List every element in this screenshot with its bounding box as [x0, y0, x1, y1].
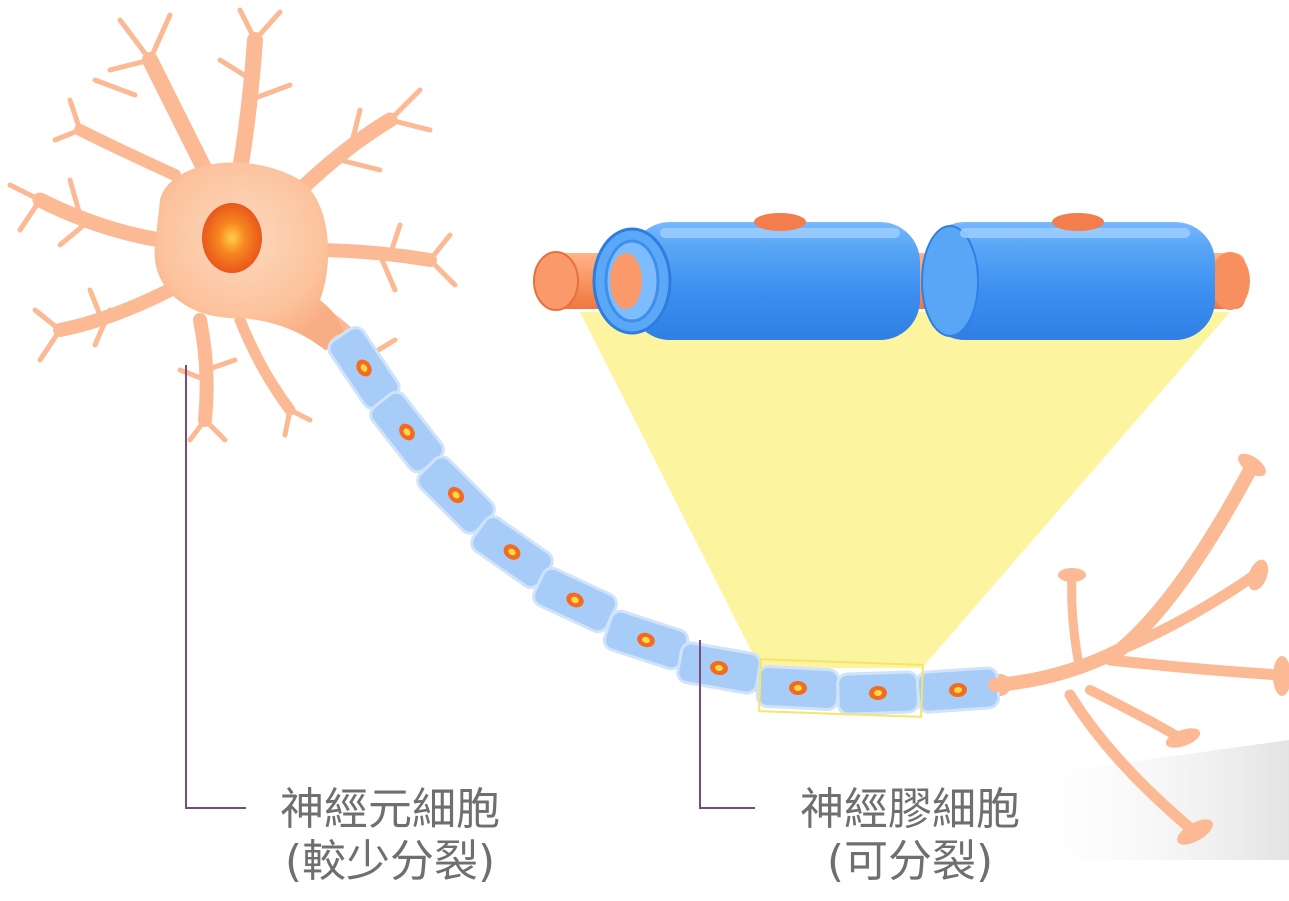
neuron-label: 神經元細胞 (較少分裂)	[240, 784, 540, 888]
neuron-label-note: (較少分裂)	[240, 836, 540, 888]
glia-label-name: 神經膠細胞	[760, 784, 1060, 836]
schwann-cell	[676, 641, 762, 694]
schwann-cell	[837, 672, 918, 715]
zoom-projection	[580, 312, 1230, 668]
neuron-nucleus-icon	[202, 203, 262, 273]
glia-label-note: (可分裂)	[760, 836, 1060, 888]
neuron-label-name: 神經元細胞	[240, 784, 540, 836]
myelin-sheath-closeup	[534, 213, 1250, 340]
glia-label: 神經膠細胞 (可分裂)	[760, 784, 1060, 888]
schwann-nucleus-icon	[754, 213, 806, 231]
schwann-cell	[602, 609, 690, 672]
schwann-cell	[917, 667, 1000, 712]
schwann-cell	[530, 565, 619, 635]
schwann-nucleus-icon	[1052, 213, 1104, 231]
schwann-cell	[757, 666, 839, 710]
